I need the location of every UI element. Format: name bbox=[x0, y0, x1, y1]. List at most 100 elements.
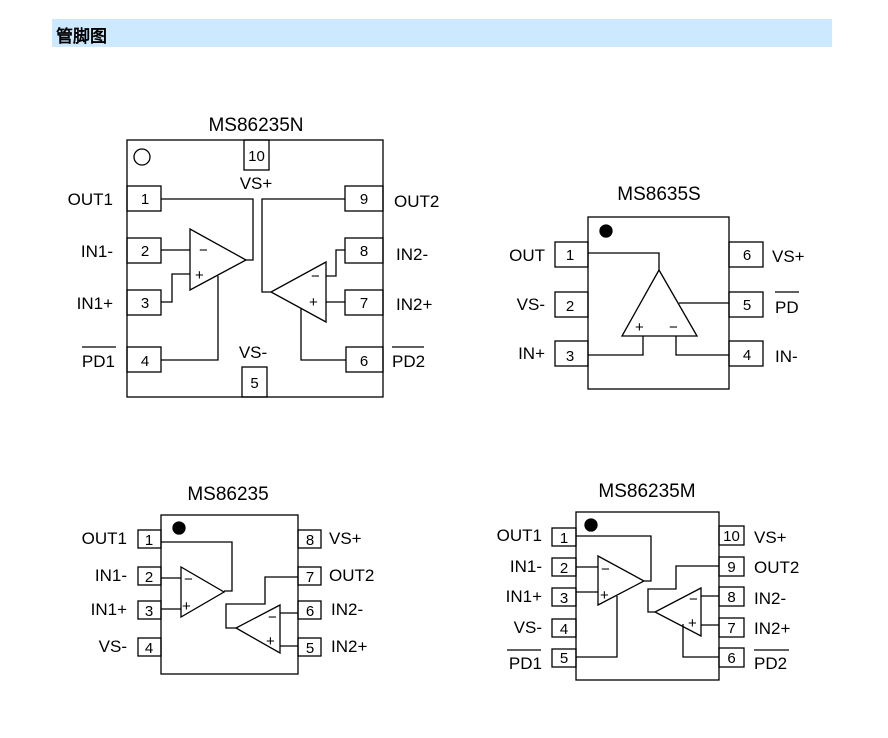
opamp-1-symbol: − + bbox=[180, 565, 226, 619]
pin-box-2 bbox=[554, 291, 589, 318]
opamp-1-symbol: − + bbox=[189, 227, 248, 292]
pin-box-5 bbox=[297, 637, 322, 657]
pin1-marker-dot-icon bbox=[599, 224, 613, 238]
package-title: MS8635S bbox=[617, 184, 700, 205]
pin-box-1 bbox=[137, 529, 162, 549]
package-ms8635s: MS8635S 1 OUT 2 VS- 3 IN+ 6 VS+ 5 PD 4 I… bbox=[509, 184, 805, 390]
pin-box-3 bbox=[551, 587, 577, 607]
pin-number: 3 bbox=[141, 295, 149, 312]
pin-label: IN2- bbox=[331, 600, 363, 619]
pin-number: 5 bbox=[560, 650, 568, 667]
pin1-marker-dot-icon bbox=[584, 518, 598, 532]
pin-label: IN2+ bbox=[754, 619, 790, 638]
pin-number: 2 bbox=[141, 243, 149, 260]
pin-label: IN1- bbox=[95, 566, 127, 585]
opamp-1-symbol: − + bbox=[597, 554, 646, 607]
pin-label: IN1+ bbox=[77, 294, 113, 313]
pin-label: PD1 bbox=[82, 352, 115, 371]
pin-label: PD2 bbox=[754, 654, 787, 673]
pin-box-8 bbox=[297, 529, 322, 549]
pin-number: 6 bbox=[743, 247, 751, 264]
pin-number: 1 bbox=[560, 530, 568, 547]
pin-number: 3 bbox=[145, 603, 153, 620]
pin-box-7 bbox=[297, 566, 322, 586]
pin-box-5 bbox=[551, 648, 577, 668]
wire bbox=[588, 252, 660, 270]
pin-box-5 bbox=[728, 291, 764, 318]
minus-sign: − bbox=[669, 319, 678, 336]
minus-sign: − bbox=[689, 591, 698, 608]
pin-label: VS- bbox=[514, 618, 542, 637]
pin-number: 3 bbox=[560, 590, 568, 607]
package-ms86235n: MS86235N 10 VS+ 5 VS- 1 OUT1 2 IN1- 3 IN… bbox=[68, 115, 439, 398]
pin-label: IN- bbox=[775, 347, 798, 366]
pin-box-4 bbox=[728, 340, 764, 367]
pin-label: VS+ bbox=[772, 247, 805, 266]
pin-number: 5 bbox=[743, 297, 751, 314]
pin-number: 8 bbox=[727, 589, 735, 606]
wire bbox=[161, 198, 254, 261]
pin-label: VS+ bbox=[329, 529, 362, 548]
pin-label: VS- bbox=[99, 637, 127, 656]
wire bbox=[682, 624, 719, 658]
pin-number: 2 bbox=[566, 298, 574, 315]
chip-body bbox=[160, 514, 299, 675]
pin-number: 10 bbox=[723, 528, 740, 545]
wire bbox=[576, 596, 618, 658]
pin-label: IN2+ bbox=[331, 637, 367, 656]
pin-number: 7 bbox=[306, 569, 314, 586]
minus-sign: − bbox=[601, 561, 610, 578]
section-header: 管脚图 bbox=[52, 19, 832, 47]
pin-number: 6 bbox=[306, 603, 314, 620]
pin-box-10 bbox=[243, 139, 270, 171]
pin-number: 1 bbox=[566, 247, 574, 264]
pin-number: 2 bbox=[145, 569, 153, 586]
wire bbox=[225, 576, 298, 629]
pin-number: 5 bbox=[306, 640, 314, 657]
pin-label: PD bbox=[775, 298, 799, 317]
package-title: MS86235N bbox=[208, 115, 303, 136]
pin1-marker-hollow-icon bbox=[133, 148, 151, 166]
pin-label: OUT2 bbox=[329, 566, 374, 585]
plus-sign: + bbox=[688, 615, 697, 632]
wire bbox=[261, 198, 345, 293]
section-title: 管脚图 bbox=[56, 27, 107, 47]
package-ms86235m: MS86235M 1 OUT1 2 IN1- 3 IN1+ 4 VS- 5 PD… bbox=[497, 481, 799, 681]
pin-number: 3 bbox=[566, 348, 574, 365]
pin-label: OUT bbox=[509, 246, 545, 265]
pin-box-4 bbox=[551, 618, 577, 638]
wire bbox=[675, 336, 729, 356]
pin-label: PD2 bbox=[392, 352, 425, 371]
opamp-symbol: + − bbox=[620, 268, 699, 337]
pin-label: IN1- bbox=[81, 242, 113, 261]
package-ms86235: MS86235 1 OUT1 2 IN1- 3 IN1+ 4 VS- 8 VS+… bbox=[82, 484, 374, 675]
wire bbox=[326, 249, 345, 277]
pin-label: VS+ bbox=[240, 174, 273, 193]
plus-sign: + bbox=[635, 319, 644, 336]
plus-sign: + bbox=[182, 598, 191, 615]
pin-label: OUT2 bbox=[754, 558, 799, 577]
pin-box-5 bbox=[241, 366, 268, 398]
pin-number: 10 bbox=[248, 148, 265, 165]
pin-number: 9 bbox=[727, 559, 735, 576]
pin-box-2 bbox=[137, 566, 162, 586]
pin-number: 8 bbox=[360, 243, 368, 260]
pin-box-1 bbox=[551, 527, 577, 547]
opamp-2-symbol: − + bbox=[234, 603, 281, 655]
wire bbox=[300, 308, 346, 361]
wire bbox=[161, 273, 190, 303]
pin-label: IN1+ bbox=[91, 600, 127, 619]
package-title: MS86235M bbox=[598, 481, 695, 502]
pin-number: 4 bbox=[560, 621, 568, 638]
pin-label: IN2- bbox=[754, 589, 786, 608]
pin-box-6 bbox=[297, 600, 322, 620]
pin-box-4 bbox=[137, 637, 162, 657]
pin-number: 1 bbox=[145, 532, 153, 549]
pin-number: 1 bbox=[141, 191, 149, 208]
pin-number: 4 bbox=[145, 640, 153, 657]
pin-number: 6 bbox=[727, 650, 735, 667]
pin-label: VS- bbox=[239, 343, 267, 362]
pin-number: 7 bbox=[727, 620, 735, 637]
pin-label: VS+ bbox=[754, 528, 787, 547]
pin-label: OUT1 bbox=[68, 190, 113, 209]
